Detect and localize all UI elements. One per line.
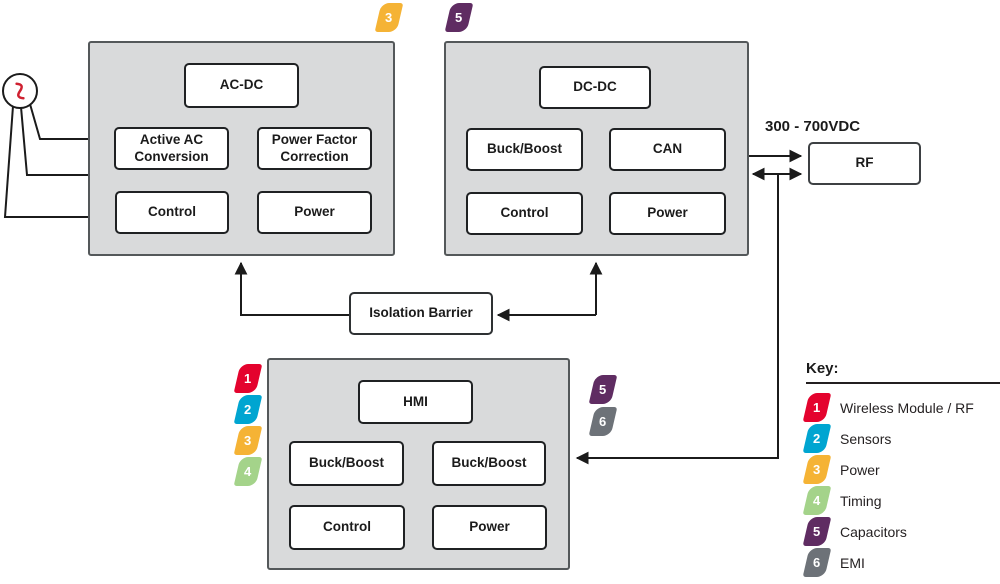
dcdc-isolation-arrows xyxy=(496,261,603,322)
dcdc-header-box: DC-DC xyxy=(539,66,651,109)
key-label: Capacitors xyxy=(840,523,907,540)
acdc-header-box: AC-DC xyxy=(184,63,299,108)
key-label: Power xyxy=(840,461,880,478)
dcdc-cell-buck-boost: Buck/Boost xyxy=(466,128,583,171)
acdc-cell-active-ac-conversion: Active AC Conversion xyxy=(114,127,229,170)
key-divider xyxy=(806,382,1000,384)
key-item-timing: 4 Timing xyxy=(802,486,1000,515)
tag-number: 2 xyxy=(813,431,821,446)
ac-input-lines xyxy=(3,103,90,218)
key-tag-2: 2 xyxy=(802,424,832,453)
dclink-to-hmi-arrow xyxy=(575,174,779,465)
key-tag-4: 4 xyxy=(802,486,832,515)
ac-source-icon xyxy=(2,73,38,109)
isolation-barrier-box: Isolation Barrier xyxy=(349,292,493,335)
key-panel: Key: 1 Wireless Module / RF 2 Sensors 3 … xyxy=(802,360,1000,579)
tag-number: 3 xyxy=(813,462,821,477)
hmi-cell-buck-boost-2: Buck/Boost xyxy=(432,441,546,486)
tag-number: 4 xyxy=(813,493,821,508)
hmi-cell-power: Power xyxy=(432,505,547,550)
key-label: Sensors xyxy=(840,430,892,447)
acdc-cell-control: Control xyxy=(115,191,229,234)
key-tag-6: 6 xyxy=(802,548,832,577)
key-label: EMI xyxy=(840,554,865,571)
tag-number: 3 xyxy=(244,433,252,448)
tag-number: 5 xyxy=(813,524,821,539)
hmi-block: HMI Buck/Boost Buck/Boost Control Power xyxy=(267,358,570,570)
tag-number: 1 xyxy=(813,400,821,415)
key-item-wireless: 1 Wireless Module / RF xyxy=(802,393,1000,422)
dc-link-voltage-label: 300 - 700VDC xyxy=(765,118,861,135)
tag-number: 5 xyxy=(455,10,463,25)
hmi-cell-control: Control xyxy=(289,505,405,550)
key-item-capacitors: 5 Capacitors xyxy=(802,517,1000,546)
dcdc-cell-can: CAN xyxy=(609,128,726,171)
key-tag-1: 1 xyxy=(802,393,832,422)
key-tag-3: 3 xyxy=(802,455,832,484)
tag-number: 6 xyxy=(599,414,607,429)
tag-number: 4 xyxy=(244,464,252,479)
acdc-cell-power-factor-correction: Power Factor Correction xyxy=(257,127,372,170)
dcdc-cell-power: Power xyxy=(609,192,726,235)
acdc-block: AC-DC Active AC Conversion Power Factor … xyxy=(88,41,395,256)
key-label: Wireless Module / RF xyxy=(840,399,974,416)
acdc-cell-power: Power xyxy=(257,191,372,234)
tag-number: 1 xyxy=(244,371,252,386)
key-label: Timing xyxy=(840,492,882,509)
rf-box: RF xyxy=(808,142,921,185)
tag-number: 2 xyxy=(244,402,252,417)
dcdc-cell-control: Control xyxy=(466,192,583,235)
dcdc-block: DC-DC Buck/Boost CAN Control Power xyxy=(444,41,749,256)
isolation-to-acdc-arrow xyxy=(234,261,349,316)
tag-number: 5 xyxy=(599,382,607,397)
key-title: Key: xyxy=(806,360,839,377)
key-item-power: 3 Power xyxy=(802,455,1000,484)
key-item-emi: 6 EMI xyxy=(802,548,1000,577)
tag-number: 6 xyxy=(813,555,821,570)
hmi-cell-buck-boost-1: Buck/Boost xyxy=(289,441,404,486)
key-tag-5: 5 xyxy=(802,517,832,546)
tag-number: 3 xyxy=(385,10,393,25)
key-item-sensors: 2 Sensors xyxy=(802,424,1000,453)
hmi-header-box: HMI xyxy=(358,380,473,424)
